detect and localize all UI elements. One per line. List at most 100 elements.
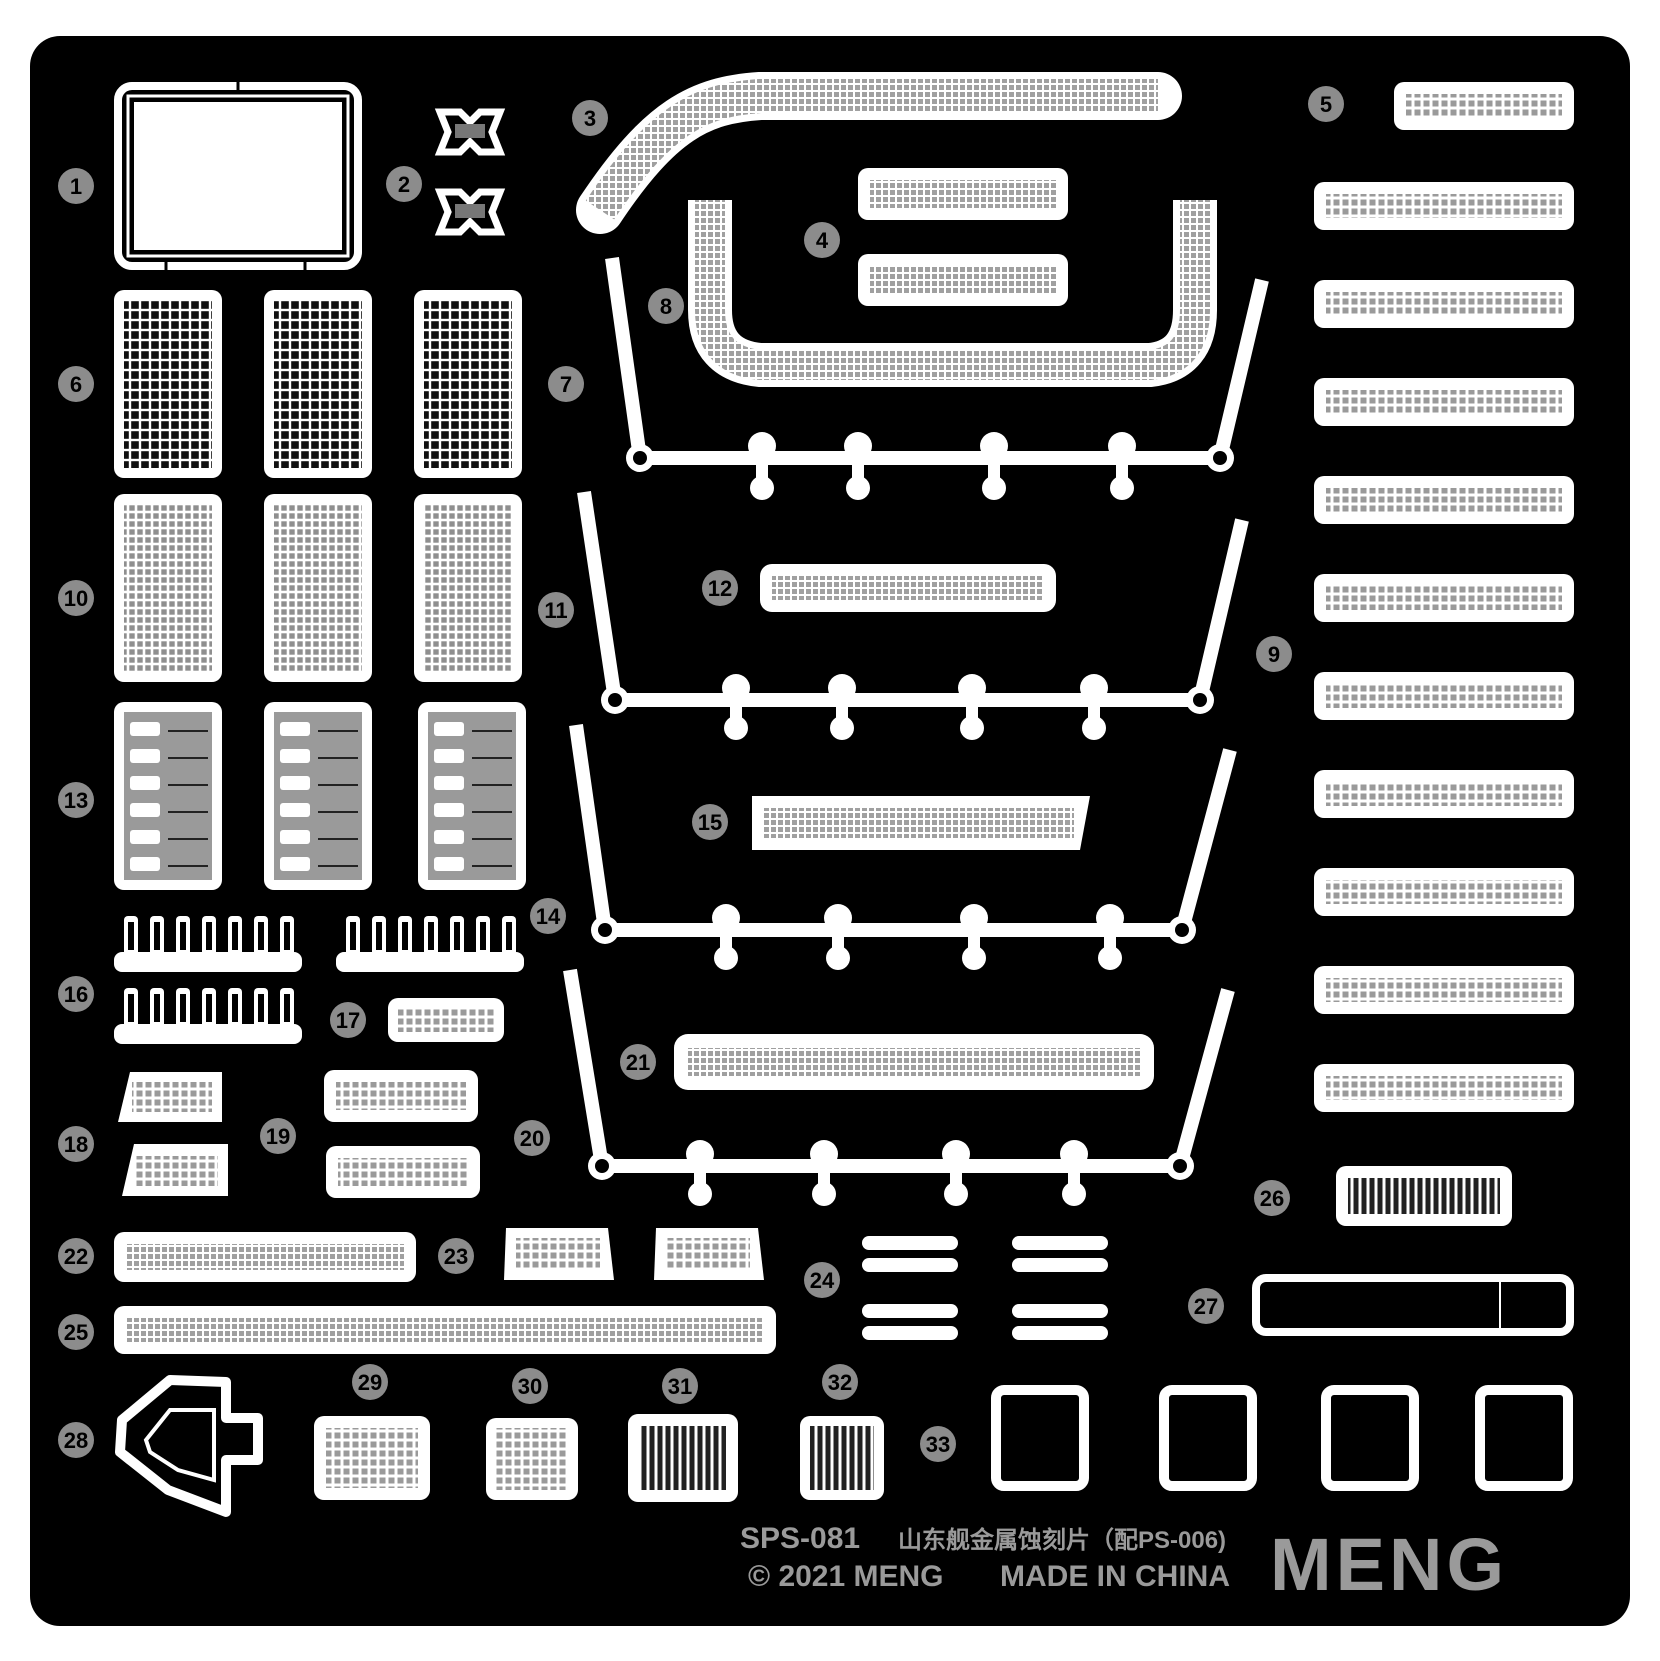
part-19 xyxy=(324,1070,480,1198)
svg-text:23: 23 xyxy=(444,1244,468,1269)
part-label-19: 19 xyxy=(260,1118,296,1154)
part-20 xyxy=(563,968,1235,1206)
svg-text:5: 5 xyxy=(1320,92,1332,117)
part-label-9: 9 xyxy=(1256,636,1292,672)
copyright: © 2021 MENG xyxy=(748,1560,944,1593)
part-label-14: 14 xyxy=(530,898,566,934)
part-label-28: 28 xyxy=(58,1422,94,1458)
part-label-11: 11 xyxy=(538,592,574,628)
part-18 xyxy=(118,1072,228,1196)
part-32 xyxy=(800,1416,884,1500)
svg-text:9: 9 xyxy=(1268,642,1280,667)
svg-text:21: 21 xyxy=(626,1050,650,1075)
svg-text:25: 25 xyxy=(64,1320,88,1345)
part-24 xyxy=(862,1236,1108,1340)
svg-text:17: 17 xyxy=(336,1008,360,1033)
made-in: MADE IN CHINA xyxy=(1000,1560,1230,1593)
part-6 xyxy=(114,290,522,478)
part-15 xyxy=(752,796,1090,850)
part-label-20: 20 xyxy=(514,1120,550,1156)
part-label-2: 2 xyxy=(386,166,422,202)
brand-logo: MENG xyxy=(1270,1523,1508,1606)
part-label-32: 32 xyxy=(822,1364,858,1400)
svg-text:28: 28 xyxy=(64,1428,88,1453)
part-11 xyxy=(577,490,1249,740)
svg-text:30: 30 xyxy=(518,1374,542,1399)
part-21 xyxy=(674,1034,1154,1090)
svg-text:8: 8 xyxy=(660,294,672,319)
svg-text:13: 13 xyxy=(64,788,88,813)
part-label-4: 4 xyxy=(804,222,840,258)
part-14 xyxy=(569,724,1237,970)
svg-text:33: 33 xyxy=(926,1432,950,1457)
svg-text:2: 2 xyxy=(398,172,410,197)
part-8 xyxy=(688,200,1217,387)
part-label-25: 25 xyxy=(58,1314,94,1350)
part-22 xyxy=(114,1232,416,1282)
part-33 xyxy=(991,1385,1573,1491)
svg-text:20: 20 xyxy=(520,1126,544,1151)
part-label-31: 31 xyxy=(662,1368,698,1404)
part-label-15: 15 xyxy=(692,804,728,840)
svg-text:6: 6 xyxy=(70,372,82,397)
part-5 xyxy=(1394,82,1574,130)
part-label-21: 21 xyxy=(620,1044,656,1080)
part-2 xyxy=(434,108,506,236)
svg-text:1: 1 xyxy=(70,174,82,199)
svg-text:10: 10 xyxy=(64,586,88,611)
svg-text:12: 12 xyxy=(708,576,732,601)
part-7 xyxy=(605,257,1269,500)
part-29 xyxy=(314,1416,430,1500)
product-name: 山东舰金属蚀刻片（配PS-006) xyxy=(898,1526,1226,1554)
part-label-23: 23 xyxy=(438,1238,474,1274)
svg-text:16: 16 xyxy=(64,982,88,1007)
part-label-1: 1 xyxy=(58,168,94,204)
part-label-24: 24 xyxy=(804,1262,840,1298)
part-30 xyxy=(486,1418,578,1500)
part-label-26: 26 xyxy=(1254,1180,1290,1216)
svg-text:27: 27 xyxy=(1194,1294,1218,1319)
part-25 xyxy=(114,1306,776,1354)
part-17 xyxy=(388,998,504,1042)
part-23 xyxy=(504,1228,764,1280)
svg-text:18: 18 xyxy=(64,1132,88,1157)
svg-text:32: 32 xyxy=(828,1370,852,1395)
part-label-8: 8 xyxy=(648,288,684,324)
part-12 xyxy=(760,564,1056,612)
svg-text:22: 22 xyxy=(64,1244,88,1269)
part-27 xyxy=(1252,1274,1574,1336)
part-label-29: 29 xyxy=(352,1364,388,1400)
svg-text:4: 4 xyxy=(816,228,829,253)
svg-text:11: 11 xyxy=(544,598,567,623)
svg-text:7: 7 xyxy=(560,372,572,397)
part-label-17: 17 xyxy=(330,1002,366,1038)
part-1 xyxy=(114,82,362,270)
svg-text:14: 14 xyxy=(536,904,561,929)
part-label-5: 5 xyxy=(1308,86,1344,122)
svg-text:3: 3 xyxy=(584,106,596,131)
product-code: SPS-081 xyxy=(740,1522,860,1555)
part-9 xyxy=(1314,182,1574,1112)
part-31 xyxy=(628,1414,738,1502)
part-16 xyxy=(114,916,524,1044)
part-label-27: 27 xyxy=(1188,1288,1224,1324)
svg-text:26: 26 xyxy=(1260,1186,1284,1211)
part-label-13: 13 xyxy=(58,782,94,818)
part-label-10: 10 xyxy=(58,580,94,616)
part-13 xyxy=(114,702,526,890)
part-label-3: 3 xyxy=(572,100,608,136)
part-label-7: 7 xyxy=(548,366,584,402)
part-4 xyxy=(858,168,1068,306)
svg-text:19: 19 xyxy=(266,1124,290,1149)
svg-text:31: 31 xyxy=(668,1374,692,1399)
svg-text:15: 15 xyxy=(698,810,722,835)
part-label-18: 18 xyxy=(58,1126,94,1162)
part-10 xyxy=(114,494,522,682)
part-label-30: 30 xyxy=(512,1368,548,1404)
part-label-12: 12 xyxy=(702,570,738,606)
part-3 xyxy=(576,72,1182,234)
svg-text:24: 24 xyxy=(810,1268,835,1293)
part-28 xyxy=(115,1375,263,1517)
